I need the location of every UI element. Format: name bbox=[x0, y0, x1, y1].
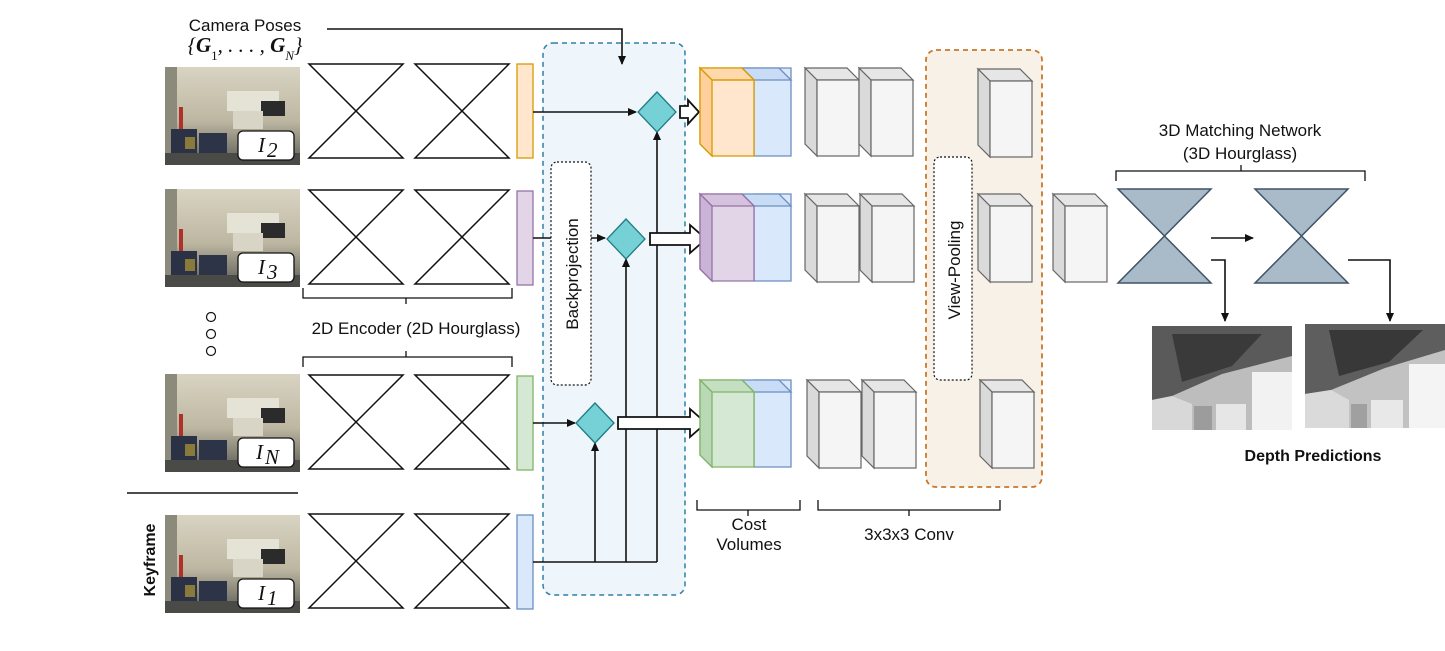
conv-cube bbox=[805, 378, 863, 470]
conv-cube bbox=[857, 66, 915, 158]
conv-cube bbox=[978, 378, 1036, 470]
feature-map-i1 bbox=[516, 514, 534, 610]
keyframe-label: Keyframe bbox=[142, 523, 159, 596]
cost-volume-3 bbox=[698, 378, 793, 469]
encoder-row-3 bbox=[307, 374, 511, 470]
feature-map-i2 bbox=[516, 63, 534, 159]
cost-volume-2 bbox=[698, 192, 793, 283]
depth-predictions-label: Depth Predictions bbox=[1245, 448, 1382, 465]
cost-volumes-label-2: Volumes bbox=[716, 535, 781, 554]
conv-cube bbox=[803, 192, 861, 284]
cost-volumes-brace bbox=[696, 500, 801, 516]
svg-text:2: 2 bbox=[267, 138, 278, 162]
conv-cube bbox=[860, 378, 918, 470]
camera-poses-arrow bbox=[327, 28, 626, 65]
view-pooling-label: View-Pooling bbox=[945, 221, 964, 320]
svg-text:3: 3 bbox=[266, 260, 278, 284]
feature-map-i3 bbox=[516, 190, 534, 286]
svg-text:N: N bbox=[264, 445, 280, 469]
conv-cube bbox=[1051, 192, 1109, 284]
conv-cube bbox=[976, 67, 1034, 159]
input-frame-i3: I 3 bbox=[165, 189, 300, 287]
feature-map-in bbox=[516, 375, 534, 471]
arrow-hg1-depth bbox=[1211, 259, 1229, 322]
conv-label: 3x3x3 Conv bbox=[864, 525, 954, 544]
backprojection-node-3 bbox=[575, 402, 615, 444]
input-frame-i2: I 2 bbox=[165, 67, 300, 165]
view-pooling-box bbox=[933, 156, 973, 381]
ellipsis-dots bbox=[205, 311, 217, 357]
backprojection-node-2 bbox=[606, 218, 646, 260]
cost-volume-1 bbox=[698, 66, 793, 158]
svg-text:1: 1 bbox=[267, 586, 278, 610]
hollow-arrow-1 bbox=[679, 97, 701, 127]
cost-volumes-label-1: Cost bbox=[732, 515, 767, 534]
depth-prediction-2 bbox=[1305, 324, 1445, 428]
matching-network-label-2: (3D Hourglass) bbox=[1183, 144, 1297, 163]
backprojection-node-1 bbox=[637, 91, 677, 133]
encoder-brace-bottom bbox=[302, 351, 513, 367]
conv-brace bbox=[817, 500, 1001, 516]
hourglass-3d-2 bbox=[1253, 188, 1350, 284]
depth-prediction-1 bbox=[1152, 326, 1292, 430]
encoder-label: 2D Encoder (2D Hourglass) bbox=[312, 319, 521, 338]
frame-label-i1: I bbox=[257, 581, 266, 605]
matching-network-brace bbox=[1115, 165, 1366, 181]
frame-label-i3: I bbox=[257, 255, 266, 279]
encoder-row-4 bbox=[307, 513, 511, 609]
frame-label-i2: I bbox=[257, 133, 266, 157]
hollow-arrow-3 bbox=[617, 407, 708, 439]
input-frame-i1: I 1 bbox=[165, 515, 300, 613]
encoder-brace-top bbox=[302, 288, 513, 304]
input-frame-in: I N bbox=[165, 374, 300, 472]
frame-label-in: I bbox=[255, 440, 264, 464]
backprojection-box bbox=[550, 161, 592, 386]
camera-poses-label: Camera Poses bbox=[189, 16, 301, 35]
encoder-row-2 bbox=[307, 189, 511, 285]
hollow-arrow-2 bbox=[649, 223, 708, 255]
encoder-row-1 bbox=[307, 63, 511, 159]
conv-cubes bbox=[803, 66, 1109, 470]
arrow-hg2-depth bbox=[1348, 259, 1394, 322]
conv-cube bbox=[858, 192, 916, 284]
backprojection-label: Backprojection bbox=[563, 218, 582, 330]
conv-cube bbox=[803, 66, 861, 158]
conv-cube bbox=[976, 192, 1034, 284]
camera-poses-set: {G1, . . . , GN} bbox=[188, 33, 303, 63]
hourglass-3d-1 bbox=[1116, 188, 1213, 284]
matching-network-label-1: 3D Matching Network bbox=[1159, 121, 1322, 140]
